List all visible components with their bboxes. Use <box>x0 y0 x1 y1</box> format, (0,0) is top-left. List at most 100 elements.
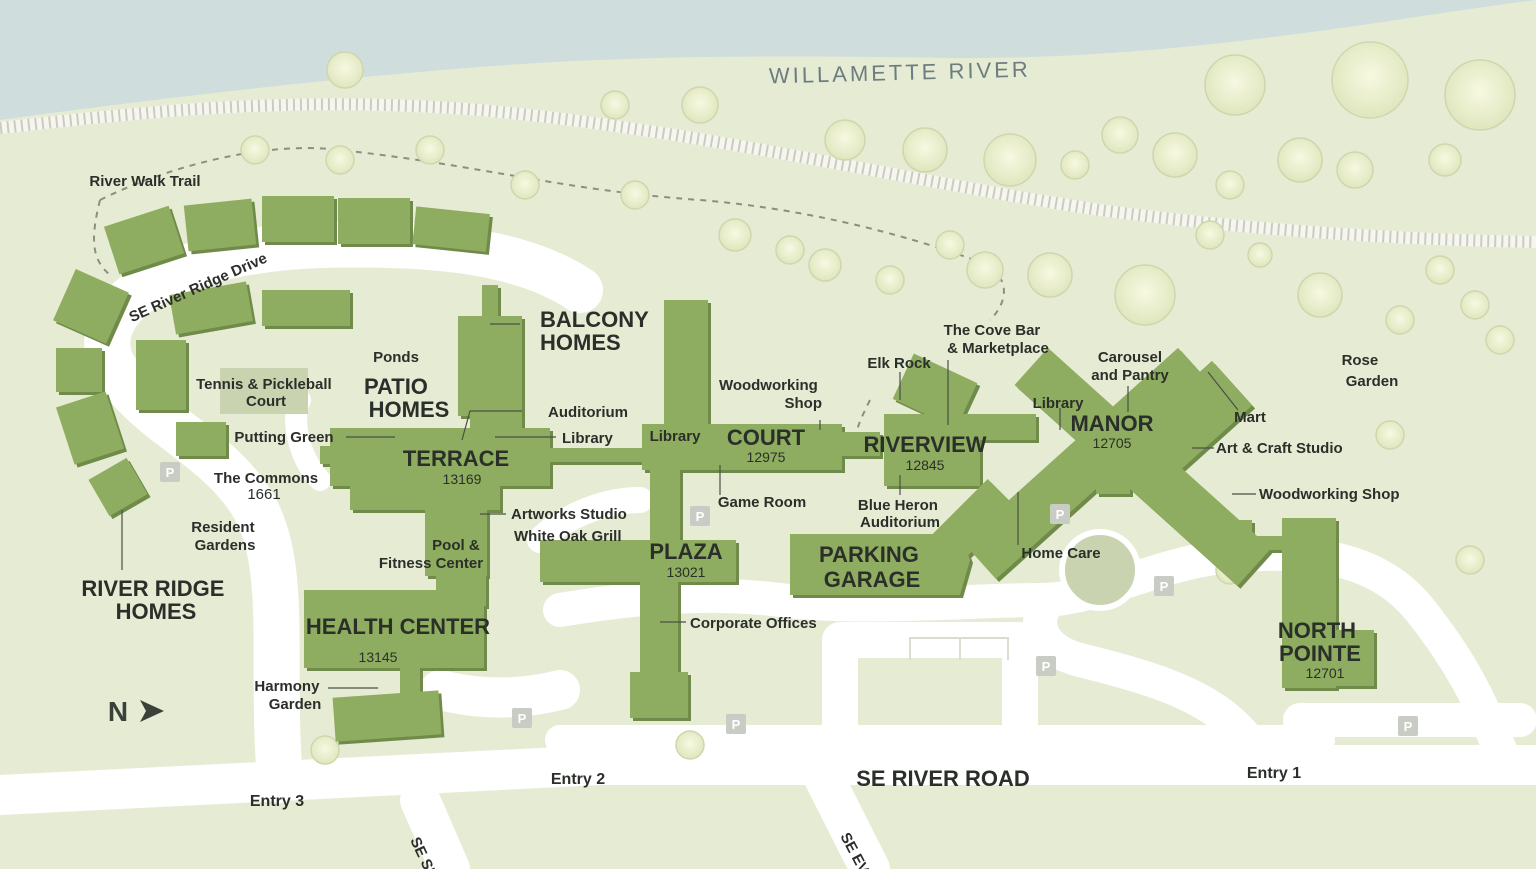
tree <box>1027 252 1073 298</box>
parking-icon: P <box>726 714 746 734</box>
manor-library-label: Library <box>1033 395 1085 412</box>
riverview-label: RIVERVIEW <box>863 432 986 457</box>
tree <box>1428 143 1462 177</box>
tree <box>1485 325 1515 355</box>
parking-letter: P <box>1056 507 1065 522</box>
plaza-number: 13021 <box>667 564 706 580</box>
manor-building-shape <box>962 347 1290 586</box>
tree <box>718 218 752 252</box>
health-center-building-shape <box>304 576 486 742</box>
tree <box>1152 132 1198 178</box>
parking-icon: P <box>1036 656 1056 676</box>
entry-2-label: Entry 2 <box>551 771 605 788</box>
parking-letter: P <box>1404 719 1413 734</box>
tree <box>675 730 705 760</box>
tennis-court-area <box>220 368 308 414</box>
blue-heron-label: Blue Heron Auditorium <box>858 497 942 531</box>
tree <box>326 51 364 89</box>
tree <box>1204 54 1266 116</box>
se-si-road <box>400 780 470 869</box>
north-pointe-label: NORTH POINTE <box>1278 618 1362 666</box>
tree <box>1455 545 1485 575</box>
river-walk-trail-label: River Walk Trail <box>89 173 200 190</box>
tree <box>935 230 965 260</box>
home-care-label: Home Care <box>1021 545 1100 562</box>
river-ridge-homes-units <box>53 196 490 517</box>
parking-letter: P <box>732 717 741 732</box>
health-center-number: 13145 <box>359 649 398 665</box>
parking-letter: P <box>166 465 175 480</box>
cove-bar-label: The Cove Bar & Marketplace <box>944 322 1049 357</box>
health-drive <box>420 670 580 718</box>
tennis-court-label: Tennis & Pickleball Court <box>196 376 336 410</box>
manor-woodworking-label: Woodworking Shop <box>1259 486 1400 503</box>
se-river-road <box>0 745 1536 815</box>
manor-number: 12705 <box>1093 435 1132 451</box>
parking-garage-shape <box>790 534 970 595</box>
tree <box>1336 151 1374 189</box>
carousel-pantry-label: Carousel and Pantry <box>1091 349 1169 384</box>
tree <box>1195 220 1225 250</box>
health-center-label: HEALTH CENTER <box>306 614 490 639</box>
parking-letter: P <box>1160 579 1169 594</box>
court-library-label: Library <box>650 428 702 445</box>
courtyard-pond <box>1059 529 1141 611</box>
tree <box>1114 264 1176 326</box>
tree <box>415 135 445 165</box>
tree <box>510 170 540 200</box>
pool-fitness-label: Pool & Fitness Center <box>379 537 484 572</box>
harmony-garden-label: Harmony Garden <box>254 678 323 713</box>
river-ridge-loop <box>84 221 603 803</box>
tree <box>775 235 805 265</box>
balcony-homes-label: BALCONY HOMES <box>540 307 655 355</box>
railway-ties <box>0 98 1536 248</box>
artworks-studio-label: Artworks Studio <box>511 506 627 523</box>
court-woodworking-label: Woodworking Shop <box>719 377 822 412</box>
white-oak-grill-label: White Oak Grill <box>514 528 622 545</box>
parking-icon: P <box>512 708 532 728</box>
parking-icon: P <box>1050 504 1070 524</box>
tree <box>983 133 1037 187</box>
parking-garage-label: PARKING GARAGE <box>819 542 925 592</box>
parking-icon: P <box>160 462 180 482</box>
terrace-building-shape <box>320 285 650 576</box>
plaza-label: PLAZA <box>649 539 722 564</box>
parking-letter: P <box>518 711 527 726</box>
tree <box>808 248 842 282</box>
rose-garden-label: Rose Garden <box>1342 352 1399 390</box>
tree <box>1331 41 1409 119</box>
parking-icon: P <box>1154 576 1174 596</box>
compass: N <box>108 696 164 727</box>
plaza-drive <box>527 487 653 553</box>
parking-letter: P <box>696 509 705 524</box>
tree <box>681 86 719 124</box>
tree <box>1060 150 1090 180</box>
north-pointe-number: 12701 <box>1306 665 1345 681</box>
tree <box>1277 137 1323 183</box>
garage-connector <box>924 479 1016 571</box>
corporate-offices-label: Corporate Offices <box>690 615 817 632</box>
tree <box>1101 116 1139 154</box>
plaza-building-shape <box>540 466 736 718</box>
terrace-number: 13169 <box>443 471 482 487</box>
court-number: 12975 <box>747 449 786 465</box>
parking-icon: P <box>690 506 710 526</box>
tree <box>875 265 905 295</box>
auditorium-label: Auditorium <box>548 404 628 421</box>
tree <box>325 145 355 175</box>
north-pointe-building-shape <box>1282 518 1374 688</box>
entry1-drive <box>1023 583 1277 777</box>
willamette-river <box>0 0 1536 120</box>
tree <box>600 90 630 120</box>
tree <box>1247 242 1273 268</box>
tree <box>824 119 866 161</box>
putting-green-label: Putting Green <box>234 429 333 446</box>
ponds-label: Ponds <box>373 349 419 366</box>
tree <box>966 251 1004 289</box>
trail-west <box>93 199 111 276</box>
entry-3-label: Entry 3 <box>250 793 304 810</box>
garage-drive <box>822 622 1038 758</box>
tree <box>1215 170 1245 200</box>
tree <box>1297 272 1343 318</box>
